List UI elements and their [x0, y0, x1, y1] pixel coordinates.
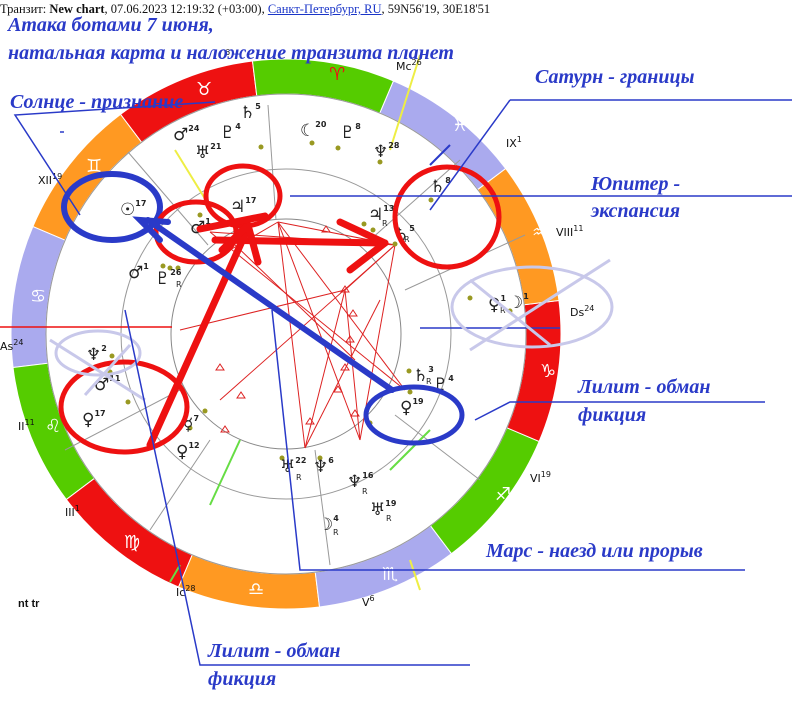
- aries-icon: ♈: [329, 64, 345, 85]
- svg-text:R: R: [404, 235, 410, 244]
- venus-moon-ellipse: [450, 265, 614, 349]
- capricorn-icon: ♑: [540, 361, 556, 382]
- svg-text:R: R: [176, 280, 182, 289]
- jupiter-annotation-2: экспансия: [591, 200, 681, 222]
- house-V: V6: [362, 594, 375, 609]
- green-cross-line-2: [389, 429, 431, 471]
- chart-header: Транзит: New chart, 07.06.2023 12:19:32 …: [0, 0, 490, 18]
- blue-tick: [429, 144, 451, 166]
- zodiac-glyphs: ♈ ♉ ♊ ♋ ♌ ♍ ♎ ♏ ♐ ♑ ♒ ♓: [30, 64, 556, 600]
- sun-circle: [61, 171, 163, 243]
- sagittarius-icon: ♐: [495, 484, 511, 505]
- venus-circle: [58, 359, 190, 455]
- svg-text:R: R: [333, 528, 339, 537]
- house-IX: IX1: [506, 135, 522, 150]
- mc-line: [389, 54, 421, 151]
- green-tick: [169, 564, 181, 583]
- retrograde-marks: R R R R R R R R R: [176, 219, 506, 537]
- descendant-label: Ds24: [570, 304, 594, 319]
- aquarius-icon: ♒: [532, 222, 548, 243]
- house-labels: II11 III1 V6 VI19 VIII11 IX1 XII19 6 As2…: [0, 48, 594, 609]
- scorpio-icon: ♏: [382, 564, 398, 585]
- sun-annotation: Солнце - признание: [10, 91, 184, 113]
- svg-text:R: R: [426, 377, 432, 386]
- aspect-markers: [215, 225, 360, 433]
- virgo-icon: ♍: [124, 532, 140, 553]
- house-XII: XII19: [38, 172, 62, 187]
- lilith-bottom-annotation-1: Лилит - обман: [208, 640, 341, 662]
- svg-text:R: R: [382, 219, 388, 228]
- ic-label: Ic28: [176, 584, 195, 599]
- house-VIII: VIII11: [556, 224, 583, 239]
- header-coords: , 59N56'19, 30E18'51: [381, 2, 491, 16]
- jupiter-annotation-1: Юпитер -: [591, 173, 681, 195]
- gemini-icon: ♊: [86, 156, 102, 177]
- house-III: III1: [65, 504, 80, 519]
- annotation-lines: [13, 99, 792, 666]
- footer-label: nt tr: [18, 598, 40, 610]
- mars-annotation: Марс - наезд или прорыв: [486, 540, 703, 562]
- header-prefix: Транзит:: [0, 2, 47, 16]
- house-II: II11: [18, 418, 35, 433]
- house-XI-deg: 6: [225, 48, 230, 57]
- libra-icon: ♎: [248, 579, 264, 600]
- title-line-1: Атака ботами 7 июня,: [8, 14, 214, 36]
- planet-dots: [107, 140, 513, 461]
- saturn-annotation: Сатурн - границы: [535, 66, 695, 88]
- lilith-right-annotation-2: фикция: [578, 404, 647, 426]
- green-cross-line: [209, 439, 241, 506]
- title-line-2: натальная карта и наложение транзита пла…: [8, 42, 454, 64]
- blue-arrows: [132, 216, 395, 393]
- ascendant-label: As24: [0, 338, 23, 353]
- svg-text:R: R: [386, 514, 392, 523]
- header-datetime: , 07.06.2023 12:19:32 (+03:00),: [104, 2, 265, 16]
- svg-text:R: R: [296, 473, 302, 482]
- chart-name: New chart: [49, 2, 105, 16]
- lavender-crosses: [49, 258, 611, 402]
- lilith-circle: [363, 384, 465, 446]
- cancer-icon: ♋: [30, 286, 46, 307]
- location-link[interactable]: Санкт-Петербург, RU: [267, 2, 382, 16]
- lilith-right-annotation-1: Лилит - обман: [578, 376, 711, 398]
- neptune-ellipse: [54, 329, 142, 377]
- house-VI: VI19: [530, 470, 551, 485]
- svg-text:R: R: [362, 487, 368, 496]
- red-arrows: [146, 212, 389, 449]
- pisces-icon: ♓: [452, 115, 468, 136]
- ic-line-small: [409, 559, 421, 591]
- leo-icon: ♌: [45, 416, 61, 437]
- taurus-icon: ♉: [196, 79, 212, 100]
- mc-label: Mc26: [396, 58, 422, 73]
- lilith-bottom-annotation-2: фикция: [208, 668, 277, 690]
- svg-text:R: R: [500, 306, 506, 315]
- saturn-circle: [392, 164, 502, 270]
